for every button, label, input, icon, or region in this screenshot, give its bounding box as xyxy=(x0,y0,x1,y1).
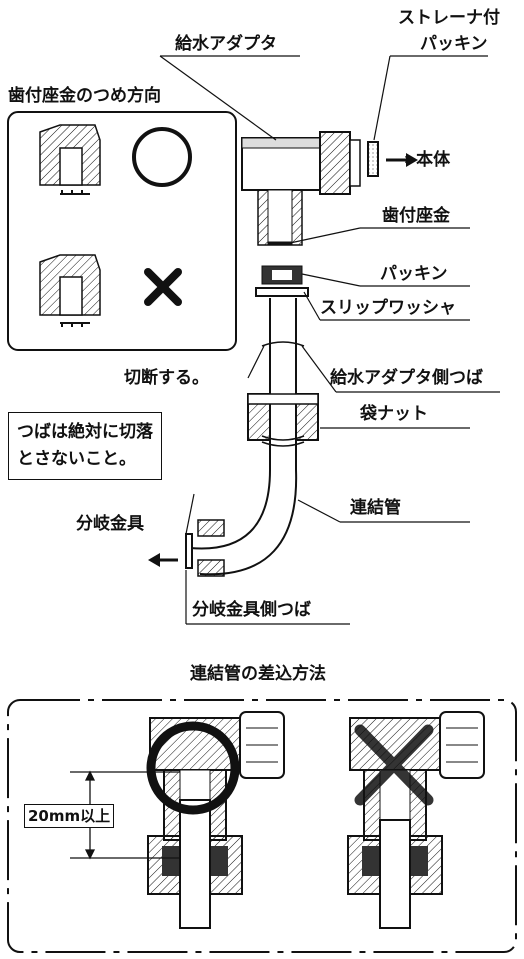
wrong-cross-icon xyxy=(144,268,182,306)
slip-washer-label: スリップワッシャ xyxy=(320,298,456,318)
arrow-to-body-icon xyxy=(386,153,418,167)
branch-fitting-end xyxy=(185,519,225,577)
insertion-method-title: 連結管の差込方法 xyxy=(190,664,326,684)
water-adapter-label: 給水アダプタ xyxy=(175,34,277,54)
washer-ng-illustration xyxy=(39,254,101,327)
cut-label: 切断する。 xyxy=(124,368,209,388)
correct-circle-icon xyxy=(132,127,192,187)
strainer-packing xyxy=(367,141,379,177)
water-adapter-illustration xyxy=(241,131,361,246)
insertion-method-box xyxy=(7,699,517,953)
warning-line-1: つばは絶対に切落 xyxy=(17,422,153,442)
depth-label: 20mm以上 xyxy=(24,804,115,828)
insertion-wrong-illustration xyxy=(347,711,485,929)
packing-label: パッキン xyxy=(380,264,448,284)
branch-side-flange-label: 分岐金具側つば xyxy=(192,600,311,620)
slip-washer-part xyxy=(255,287,309,297)
wrong-cross-icon-2 xyxy=(354,724,434,806)
bag-nut-illustration xyxy=(247,393,319,441)
adapter-side-flange-label: 給水アダプタ側つば xyxy=(330,368,483,388)
strainer-packing-label-1: ストレーナ付 xyxy=(398,8,500,28)
flange-warning-box: つばは絶対に切落 とさないこと。 xyxy=(8,412,162,480)
toothed-washer-label: 歯付座金 xyxy=(382,206,450,226)
connecting-pipe-label: 連結管 xyxy=(350,498,401,518)
bag-nut-label: 袋ナット xyxy=(360,404,428,424)
washer-direction-box xyxy=(7,111,237,351)
correct-circle-icon-2 xyxy=(146,721,240,815)
to-body-label: → 本体 xyxy=(396,150,451,170)
branch-fitting-label: 分岐金具 xyxy=(76,514,144,534)
insertion-correct-illustration xyxy=(146,711,285,929)
washer-direction-title: 歯付座金のつめ方向 xyxy=(8,86,161,106)
strainer-packing-label-2: パッキン xyxy=(420,34,488,54)
warning-line-2: とさないこと。 xyxy=(17,449,136,469)
washer-ok-illustration xyxy=(39,124,101,195)
arrow-to-branch-icon xyxy=(148,553,178,567)
